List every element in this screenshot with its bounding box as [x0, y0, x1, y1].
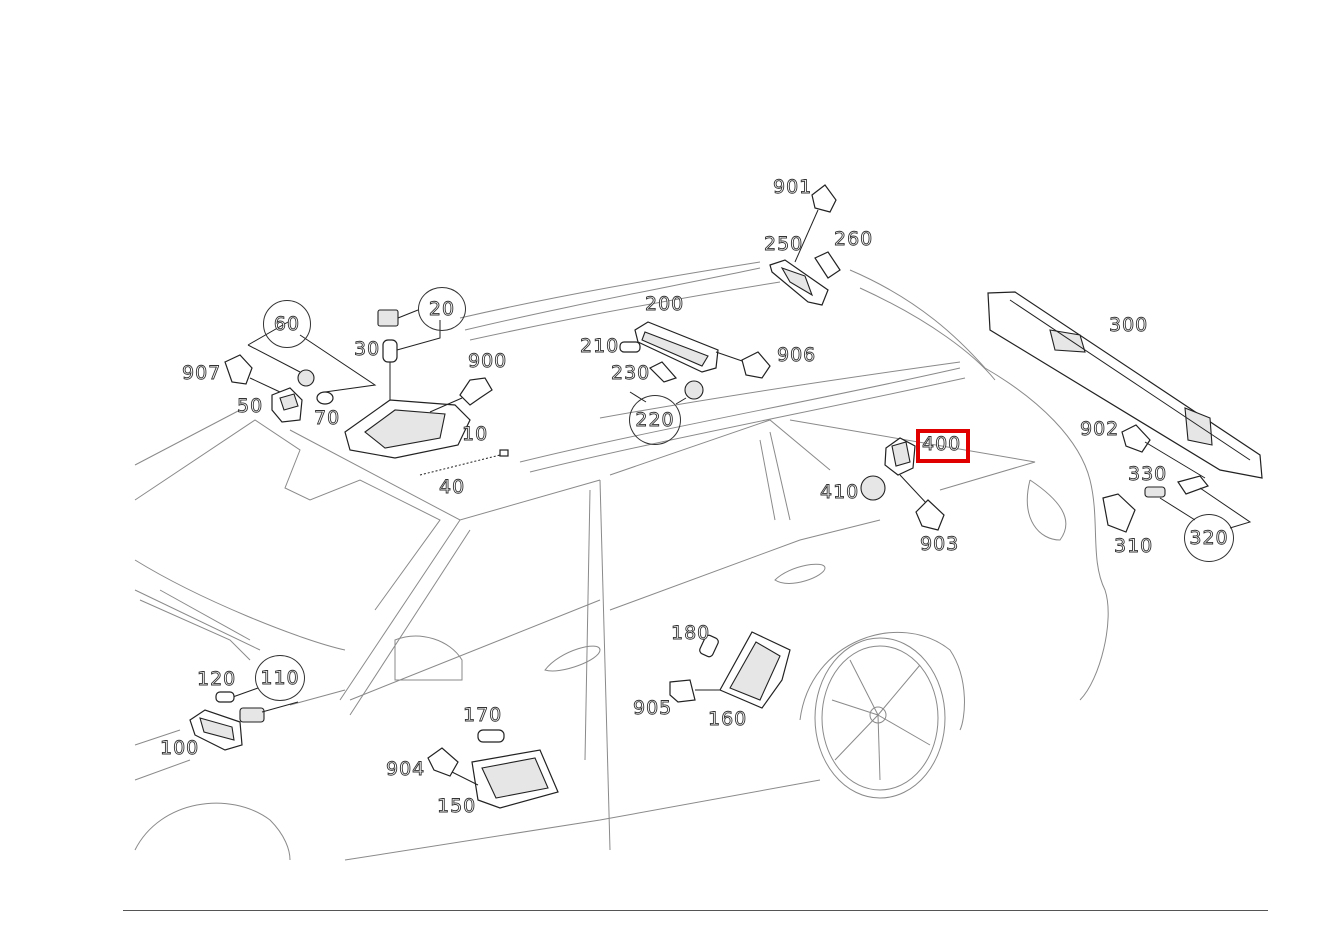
callout-330[interactable]: 330: [1128, 463, 1168, 485]
part-10-overhead-control-panel[interactable]: [344, 352, 471, 459]
callout-200[interactable]: 200: [645, 293, 685, 315]
part-310-lamp[interactable]: [1102, 493, 1136, 533]
callout-905[interactable]: 905: [633, 697, 673, 719]
part-40-wire[interactable]: [419, 454, 501, 476]
callout-10[interactable]: 10: [462, 423, 489, 445]
part-110-lampholder[interactable]: [229, 687, 299, 723]
part-905-connector[interactable]: [669, 679, 696, 703]
part-260-bulb[interactable]: [814, 251, 841, 279]
part-40-connector: [499, 449, 509, 457]
callout-902[interactable]: 902: [1080, 418, 1120, 440]
callout-60[interactable]: 60: [273, 312, 301, 335]
callout-320[interactable]: 320: [1189, 526, 1229, 549]
callout-110[interactable]: 110: [260, 666, 300, 689]
callout-40[interactable]: 40: [439, 476, 466, 498]
callout-904[interactable]: 904: [386, 758, 426, 780]
part-901-connector[interactable]: [811, 184, 837, 213]
callout-220[interactable]: 220: [635, 408, 675, 431]
part-180-bulb[interactable]: [698, 634, 719, 658]
part-20-switch[interactable]: [377, 309, 419, 327]
part-200-rear-interior-light[interactable]: [634, 321, 746, 373]
part-50-reading-lamp[interactable]: [271, 387, 303, 423]
part-903-connector[interactable]: [915, 499, 945, 531]
part-320-lampholder[interactable]: [1159, 475, 1252, 529]
part-150-door-lamp[interactable]: [451, 749, 559, 809]
part-120-bulb[interactable]: [215, 691, 235, 703]
part-906-connector[interactable]: [741, 351, 771, 379]
part-907-connector[interactable]: [224, 354, 281, 393]
callout-300[interactable]: 300: [1109, 314, 1149, 336]
callout-50[interactable]: 50: [237, 395, 264, 417]
part-400-lamp[interactable]: [884, 437, 929, 506]
callout-210[interactable]: 210: [580, 335, 620, 357]
callout-150[interactable]: 150: [437, 795, 477, 817]
part-904-connector[interactable]: [427, 747, 459, 777]
callout-310[interactable]: 310: [1114, 535, 1154, 557]
callout-907[interactable]: 907: [182, 362, 222, 384]
callout-160[interactable]: 160: [708, 708, 748, 730]
callout-circle-110[interactable]: 110: [255, 655, 305, 701]
callout-circle-60[interactable]: 60: [263, 300, 311, 348]
part-100-lamp[interactable]: [189, 709, 243, 751]
callout-410[interactable]: 410: [820, 481, 860, 503]
footer-divider: [123, 910, 1268, 911]
callout-170[interactable]: 170: [463, 704, 503, 726]
part-410-lampholder[interactable]: [860, 475, 886, 501]
highlight-box-400: [916, 429, 970, 463]
part-220-lampholder[interactable]: [629, 380, 704, 405]
callout-120[interactable]: 120: [197, 668, 237, 690]
part-900-connector[interactable]: [429, 377, 493, 413]
part-250-lamp[interactable]: [769, 209, 829, 306]
callout-circle-220[interactable]: 220: [629, 395, 681, 445]
part-70-bulb[interactable]: [316, 391, 334, 405]
callout-230[interactable]: 230: [611, 362, 651, 384]
part-230-bulb[interactable]: [648, 361, 678, 383]
callout-400[interactable]: 400: [922, 433, 962, 455]
callout-901[interactable]: 901: [773, 176, 813, 198]
part-300-tailgate-trim[interactable]: [987, 291, 1263, 479]
part-210-bulb[interactable]: [619, 341, 641, 353]
callout-20[interactable]: 20: [428, 297, 456, 320]
callout-100[interactable]: 100: [160, 737, 200, 759]
callout-250[interactable]: 250: [764, 233, 804, 255]
callout-circle-20[interactable]: 20: [418, 287, 466, 331]
part-160-door-lamp[interactable]: [695, 631, 791, 709]
part-902-connector[interactable]: [1121, 424, 1206, 479]
callout-circle-320[interactable]: 320: [1184, 514, 1234, 562]
part-330-bulb[interactable]: [1144, 486, 1166, 498]
callout-903[interactable]: 903: [920, 533, 960, 555]
part-170-bulb[interactable]: [477, 729, 505, 743]
callout-900[interactable]: 900: [468, 350, 508, 372]
roof-rail-line: [459, 261, 761, 319]
callout-180[interactable]: 180: [671, 622, 711, 644]
callout-70[interactable]: 70: [314, 407, 341, 429]
callout-260[interactable]: 260: [834, 228, 874, 250]
callout-906[interactable]: 906: [777, 344, 817, 366]
callout-30[interactable]: 30: [354, 338, 381, 360]
